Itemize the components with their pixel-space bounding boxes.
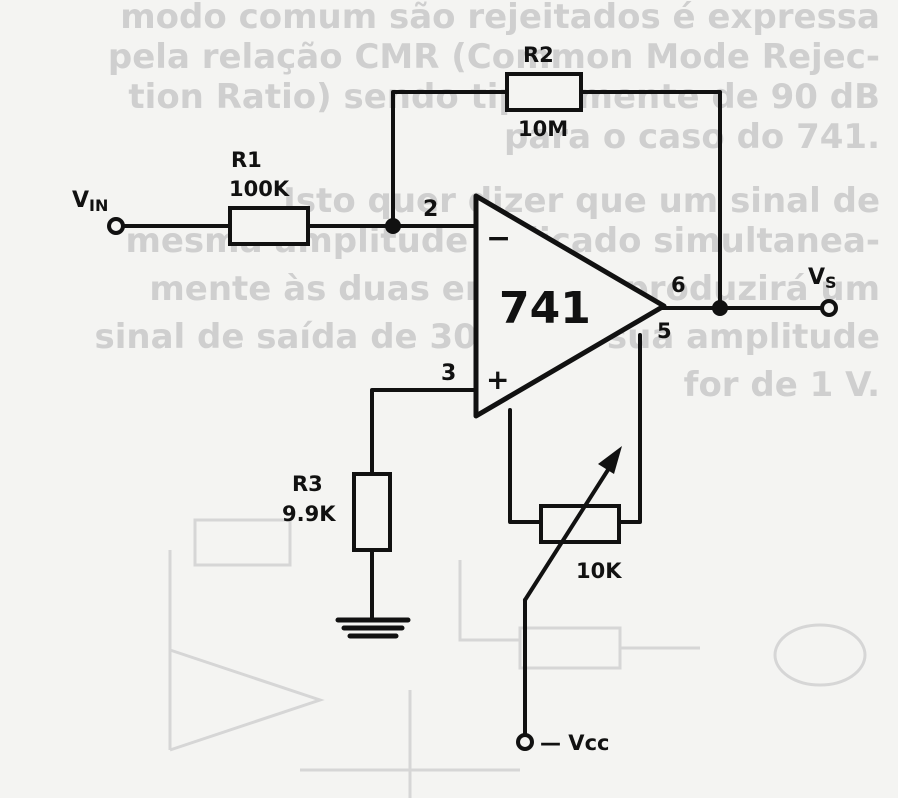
wire-pin3-r3 bbox=[370, 388, 478, 474]
pin-5-label: 5 bbox=[657, 319, 672, 343]
bleed-line-3: tion Ratio) sendo tipicamente de 90 dB bbox=[128, 77, 880, 117]
resistor-r2 bbox=[505, 72, 583, 112]
resistor-r1 bbox=[228, 206, 310, 246]
r1-value-label: 100K bbox=[229, 177, 290, 201]
r2-name-label: R2 bbox=[523, 43, 554, 67]
r1-name-label: R1 bbox=[231, 148, 262, 172]
wiper-arrowhead bbox=[598, 446, 622, 474]
vs-terminal bbox=[820, 299, 838, 317]
junction-dot-output bbox=[712, 300, 728, 316]
junction-dot-input bbox=[385, 218, 401, 234]
bleed-through-drawing bbox=[168, 518, 867, 798]
bleed-line-5: Isto quer dizer que um sinal de bbox=[283, 181, 880, 221]
vin-terminal bbox=[107, 217, 125, 235]
inverting-input-sign: − bbox=[486, 221, 511, 256]
vcc-label: — Vcc bbox=[540, 731, 609, 755]
wire-offset-right bbox=[618, 333, 642, 524]
wire-r2-left bbox=[391, 90, 507, 228]
noninverting-input-sign: + bbox=[486, 363, 509, 396]
pin-2-label: 2 bbox=[423, 197, 438, 222]
opamp-741 bbox=[473, 193, 667, 419]
opamp-label: 741 bbox=[499, 283, 591, 334]
vin-label: VIN bbox=[72, 188, 108, 215]
bleed-line-9: for de 1 V. bbox=[684, 365, 880, 405]
pin-6-label: 6 bbox=[671, 273, 686, 297]
r2-value-label: 10M bbox=[518, 117, 568, 141]
wire-r2-right bbox=[581, 90, 722, 310]
vs-label: VS bbox=[808, 265, 837, 292]
r3-value-label: 9.9K bbox=[282, 502, 336, 526]
pin-3-label: 3 bbox=[441, 361, 456, 386]
wire-offset-left bbox=[508, 408, 542, 524]
vcc-terminal bbox=[516, 733, 534, 751]
wires bbox=[120, 90, 824, 737]
wiper-line bbox=[523, 460, 615, 602]
ground-symbol bbox=[335, 617, 411, 639]
resistor-r3 bbox=[352, 472, 392, 552]
bleed-line-2: pela relação CMR (Common Mode Rejec- bbox=[108, 37, 880, 77]
bleed-line-4: para o caso do 741. bbox=[504, 117, 880, 157]
pot-value-label: 10K bbox=[576, 559, 622, 583]
bleed-line-1: modo comum são rejeitados é expressa bbox=[120, 0, 880, 37]
r3-name-label: R3 bbox=[292, 472, 323, 496]
